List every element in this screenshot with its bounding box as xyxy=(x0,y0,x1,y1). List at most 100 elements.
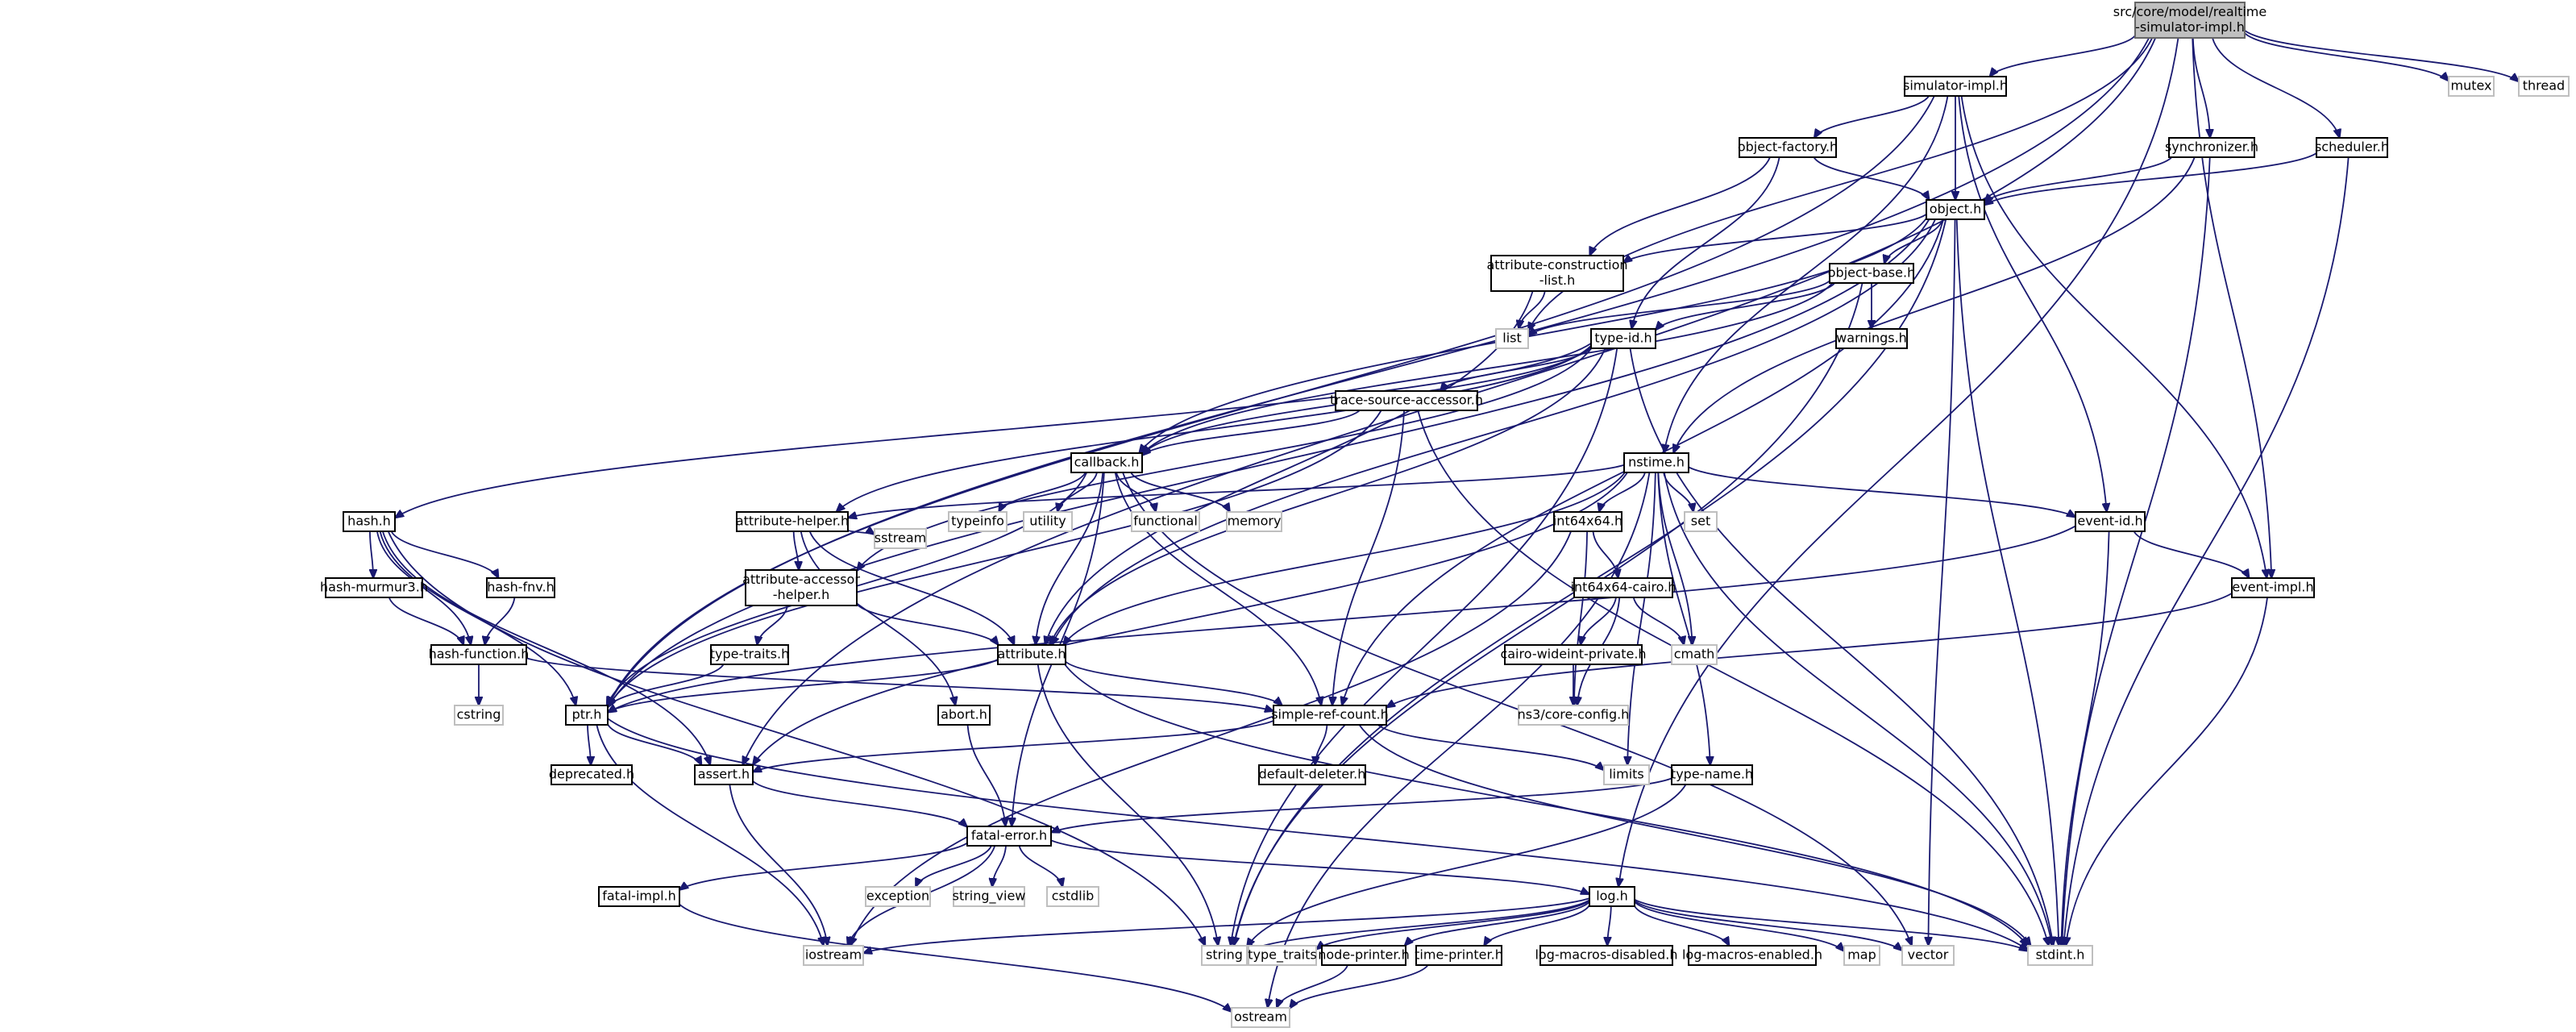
node-objfactory[interactable]: object-factory.h xyxy=(1738,137,1838,158)
node-cairowide[interactable]: cairo-wideint-private.h xyxy=(1500,644,1647,665)
edge-root-to-log xyxy=(1618,37,2179,887)
node-abort[interactable]: abort.h xyxy=(937,705,991,726)
node-stdint[interactable]: stdint.h xyxy=(2027,945,2093,966)
node-label: -list.h xyxy=(1539,273,1576,288)
edge-typeid-to-string xyxy=(1231,347,1618,946)
node-attrhelper[interactable]: attribute-helper.h xyxy=(736,511,849,532)
node-typename[interactable]: type-name.h xyxy=(1671,764,1753,785)
node-utility[interactable]: utility xyxy=(1023,511,1073,532)
node-callback[interactable]: callback.h xyxy=(1070,452,1143,473)
node-cstring[interactable]: cstring xyxy=(454,705,504,726)
edge-simimpl-to-ptr xyxy=(608,95,1935,705)
node-label: typeinfo xyxy=(951,514,1004,529)
node-hashfunc[interactable]: hash-function.h xyxy=(429,644,530,665)
node-sstream[interactable]: sstream xyxy=(874,528,927,549)
edge-callback-to-utility xyxy=(1057,472,1098,512)
node-label: log-macros-enabled.h xyxy=(1682,947,1822,963)
node-nodeprinter[interactable]: node-printer.h xyxy=(1318,945,1410,966)
node-label: callback.h xyxy=(1074,455,1140,470)
node-exception[interactable]: exception xyxy=(865,886,931,907)
node-typeinfo[interactable]: typeinfo xyxy=(948,511,1008,532)
edge-layer xyxy=(370,30,2519,1012)
node-objbase[interactable]: object-base.h xyxy=(1828,263,1915,284)
node-root[interactable]: src/core/model/realtime-simulator-impl.h xyxy=(2113,2,2266,39)
node-vector[interactable]: vector xyxy=(1901,945,1955,966)
node-map[interactable]: map xyxy=(1843,945,1880,966)
edge-typetraitsh-to-ptr xyxy=(608,664,725,707)
node-coreconfig[interactable]: ns3/core-config.h xyxy=(1518,705,1630,726)
node-log[interactable]: log.h xyxy=(1589,886,1635,907)
node-string[interactable]: string xyxy=(1201,945,1248,966)
edge-typeid-to-attrhelper xyxy=(837,345,1592,512)
node-warnings[interactable]: warnings.h xyxy=(1835,328,1908,349)
node-synchronizer[interactable]: synchronizer.h xyxy=(2165,137,2258,158)
edge-log-to-logdisabled xyxy=(1607,905,1612,946)
edge-objfactory-to-object xyxy=(1813,156,1929,200)
node-box xyxy=(598,886,680,907)
node-timeprinter[interactable]: time-printer.h xyxy=(1415,945,1503,966)
node-logdisabled[interactable]: log-macros-disabled.h xyxy=(1535,945,1678,966)
edge-nstime-to-eventid xyxy=(1688,466,2075,517)
node-simplerefcount[interactable]: simple-ref-count.h xyxy=(1271,705,1389,726)
node-assert[interactable]: assert.h xyxy=(694,764,754,785)
node-cstdlib[interactable]: cstdlib xyxy=(1046,886,1099,907)
node-list[interactable]: list xyxy=(1495,328,1529,349)
node-set[interactable]: set xyxy=(1684,511,1718,532)
node-fatalimpl[interactable]: fatal-impl.h xyxy=(598,886,680,907)
node-nstime[interactable]: nstime.h xyxy=(1623,452,1689,473)
node-eventid[interactable]: event-id.h xyxy=(2075,511,2146,532)
node-iostream[interactable]: iostream xyxy=(803,945,864,966)
node-stringview[interactable]: string_view xyxy=(953,886,1026,907)
node-attribute[interactable]: attribute.h xyxy=(997,644,1066,665)
edge-trace-to-ptr xyxy=(608,410,1382,707)
node-label: object-base.h xyxy=(1828,265,1915,281)
node-limits[interactable]: limits xyxy=(1603,764,1650,785)
node-label: string xyxy=(1206,947,1243,963)
node-defdeleter[interactable]: default-deleter.h xyxy=(1258,764,1366,785)
node-fnv[interactable]: hash-fnv.h xyxy=(486,577,555,598)
node-box xyxy=(1258,764,1366,785)
edge-ptr-to-assert xyxy=(607,723,701,765)
edge-objbase-to-list xyxy=(1528,280,1830,335)
node-mutex[interactable]: mutex xyxy=(2448,76,2495,97)
edge-eventid-to-ptr xyxy=(608,525,2076,712)
node-cmath[interactable]: cmath xyxy=(1671,644,1718,665)
edge-nstime-to-limits xyxy=(1627,472,1656,765)
node-functional[interactable]: functional xyxy=(1131,511,1200,532)
node-logenabled[interactable]: log-macros-enabled.h xyxy=(1682,945,1822,966)
node-object[interactable]: object.h xyxy=(1926,199,1985,220)
edge-object-to-stdint xyxy=(1955,218,2059,946)
node-attraccessor[interactable]: attribute-accessor-helper.h xyxy=(742,569,860,606)
node-int64cairo[interactable]: int64x64-cairo.h xyxy=(1571,577,1676,598)
node-scheduler[interactable]: scheduler.h xyxy=(2315,137,2389,158)
node-memory[interactable]: memory xyxy=(1226,511,1282,532)
node-eventimpl[interactable]: event-impl.h xyxy=(2231,577,2315,598)
node-ptr[interactable]: ptr.h xyxy=(565,705,609,726)
node-murmur[interactable]: hash-murmur3.h xyxy=(320,577,428,598)
node-fatalerror[interactable]: fatal-error.h xyxy=(966,826,1052,847)
edge-log-to-string xyxy=(1247,899,1590,952)
node-box xyxy=(343,511,396,532)
edge-simplerefcount-to-assert xyxy=(753,720,1274,772)
node-typetraitsh[interactable]: type-traits.h xyxy=(710,644,789,665)
edge-ptr-to-stdint xyxy=(607,718,2028,950)
node-simimpl[interactable]: simulator-impl.h xyxy=(1903,76,2008,97)
node-thread[interactable]: thread xyxy=(2518,76,2570,97)
node-attrconst[interactable]: attribute-construction-list.h xyxy=(1486,255,1628,292)
node-label: type_traits xyxy=(1248,947,1316,963)
edge-attribute-to-ptr xyxy=(608,658,999,713)
edge-scheduler-to-object xyxy=(1984,152,2317,205)
node-typetraits[interactable]: type_traits xyxy=(1248,945,1317,966)
edge-object-to-attribute xyxy=(1052,218,1936,645)
edge-root-to-simimpl xyxy=(1990,35,2136,77)
node-typeid[interactable]: type-id.h xyxy=(1590,328,1656,349)
edge-log-to-vector xyxy=(1634,900,1902,951)
node-trace[interactable]: trace-source-accessor.h xyxy=(1330,390,1483,411)
node-label: assert.h xyxy=(698,767,750,782)
node-hash[interactable]: hash.h xyxy=(343,511,396,532)
node-int64[interactable]: int64x64.h xyxy=(1553,511,1622,532)
node-ostream[interactable]: ostream xyxy=(1231,1007,1290,1028)
node-box xyxy=(1623,452,1689,473)
node-deprecated[interactable]: deprecated.h xyxy=(549,764,634,785)
